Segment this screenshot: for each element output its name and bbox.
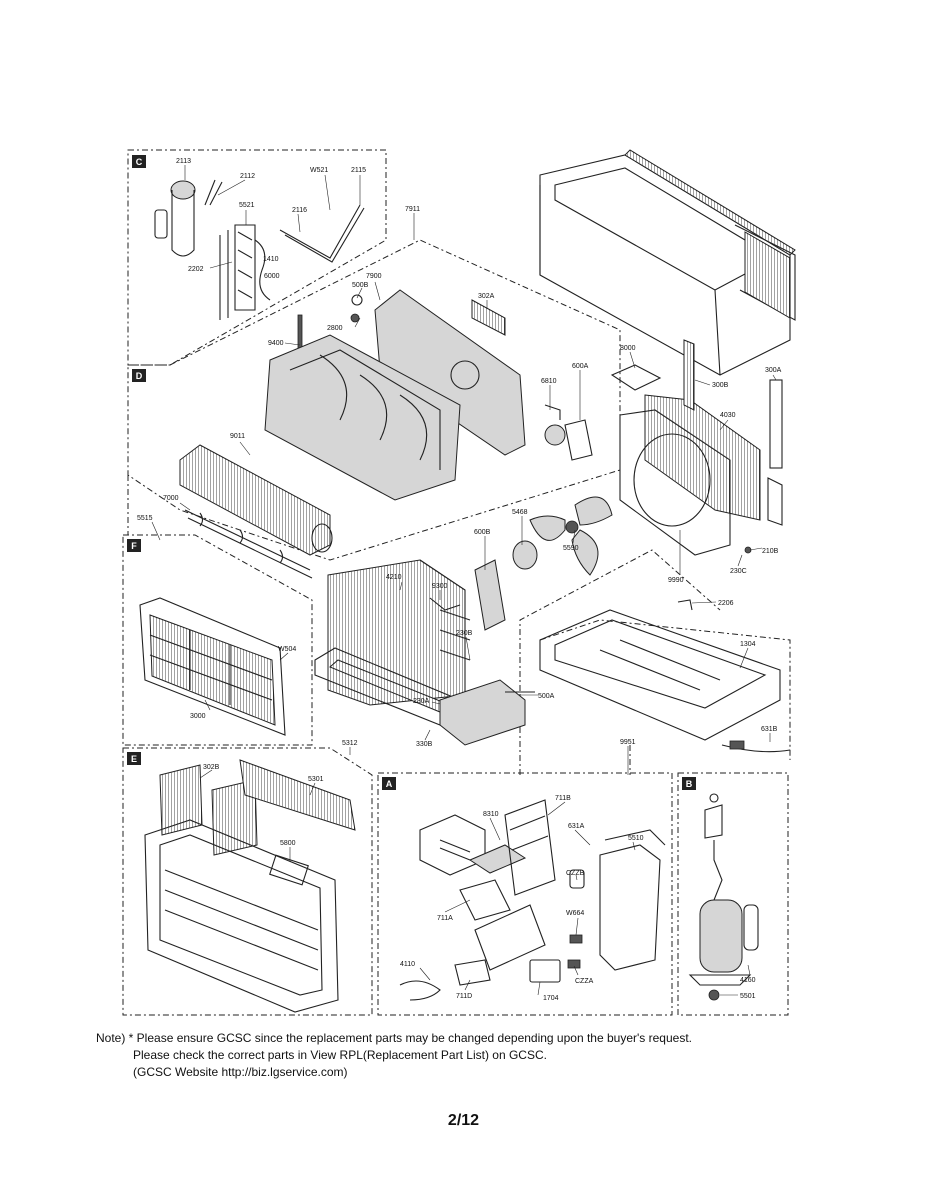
section-badge-c: C xyxy=(132,155,146,168)
part-label: 5501 xyxy=(740,993,756,1000)
section-badge-e: E xyxy=(127,752,141,765)
part-labels: 2113 2112 W521 2115 5521 2116 2202 1410 … xyxy=(137,158,782,1002)
section-badge-f: F xyxy=(127,539,141,552)
part-label: 9951 xyxy=(620,739,636,746)
propeller-fan xyxy=(474,496,613,631)
part-label: 5521 xyxy=(239,202,255,209)
part-label: 500B xyxy=(352,282,369,289)
section-f-front-grille xyxy=(139,597,286,736)
part-label: 9400 xyxy=(268,340,284,347)
part-label: 2112 xyxy=(240,173,255,180)
motor-600a xyxy=(544,404,593,461)
part-label: 3000 xyxy=(190,713,206,720)
part-label: 2206 xyxy=(718,600,734,607)
part-label: 4110 xyxy=(400,961,415,968)
misc-small-parts xyxy=(429,364,752,693)
part-label: 302A xyxy=(478,293,495,300)
section-a-control xyxy=(399,799,666,1001)
part-label: 6000 xyxy=(264,273,280,280)
part-label: 210B xyxy=(762,548,779,555)
part-label: 4210 xyxy=(386,574,402,581)
part-label: 9990 xyxy=(668,577,684,584)
part-label: W664 xyxy=(566,910,584,917)
svg-text:A: A xyxy=(386,779,393,789)
part-label: 711B xyxy=(555,795,571,802)
section-d-blower xyxy=(179,289,526,579)
part-label: 5590 xyxy=(563,545,579,552)
part-label: 5510 xyxy=(628,835,644,842)
part-label: 2115 xyxy=(351,167,366,174)
part-label: 600B xyxy=(474,529,491,536)
part-label: 2116 xyxy=(292,207,307,214)
section-badge-d: D xyxy=(132,369,146,382)
part-label: 9011 xyxy=(230,433,245,440)
svg-text:B: B xyxy=(686,779,693,789)
page-number: 2/12 xyxy=(447,1112,480,1129)
note-line-1: Note) * Please ensure GCSC since the rep… xyxy=(96,1031,692,1045)
part-label: 1704 xyxy=(543,995,559,1002)
part-label: 1410 xyxy=(263,256,279,263)
svg-text:C: C xyxy=(136,157,143,167)
part-label: 230A xyxy=(413,698,430,705)
part-label: 7000 xyxy=(163,495,179,502)
part-label: 500A xyxy=(538,693,555,700)
part-label: 5312 xyxy=(342,740,358,747)
part-label: 711A xyxy=(437,915,453,922)
part-label: 302B xyxy=(203,764,220,771)
part-label: 631B xyxy=(761,726,778,733)
svg-text:E: E xyxy=(131,754,137,764)
part-label: 230C xyxy=(730,568,747,575)
svg-text:D: D xyxy=(136,371,143,381)
note-line-3: (GCSC Website http://biz.lgservice.com) xyxy=(133,1065,348,1079)
section-badge-b: B xyxy=(682,777,696,790)
part-label: 4030 xyxy=(720,412,736,419)
section-c-piping xyxy=(154,179,365,320)
part-label: 300A xyxy=(765,367,782,374)
part-label: 9300 xyxy=(432,583,448,590)
section-e-front-panel xyxy=(144,759,356,1013)
part-label: 5301 xyxy=(308,776,324,783)
part-label: 600A xyxy=(572,363,589,370)
part-label: W504 xyxy=(278,646,296,653)
part-label: 711D xyxy=(456,993,472,1000)
part-label: 8310 xyxy=(483,811,499,818)
part-label: 7911 xyxy=(405,206,420,213)
section-badge-a: A xyxy=(382,777,396,790)
part-label: 2800 xyxy=(327,325,343,332)
note-line-2: Please check the correct parts in View R… xyxy=(133,1048,547,1062)
evaporator-coil xyxy=(327,559,471,706)
part-label: 5468 xyxy=(512,509,528,516)
part-label: 8000 xyxy=(620,345,636,352)
svg-text:F: F xyxy=(131,541,137,551)
leader-lines xyxy=(151,165,777,996)
base-pan xyxy=(539,609,781,741)
outer-cabinet xyxy=(539,149,796,376)
part-label: 4160 xyxy=(740,977,756,984)
part-label: 300B xyxy=(712,382,729,389)
section-b-compressor xyxy=(688,793,759,1001)
part-label: CZZB xyxy=(566,870,585,877)
part-label: 2113 xyxy=(176,158,191,165)
part-label: 230B xyxy=(456,630,473,637)
drain-pan xyxy=(314,647,526,746)
part-label: 6810 xyxy=(541,378,557,385)
power-cord xyxy=(721,740,791,753)
part-label: 5515 xyxy=(137,515,153,522)
part-label: 5800 xyxy=(280,840,296,847)
part-label: 2202 xyxy=(188,266,204,273)
part-label: 330B xyxy=(416,741,433,748)
section-frames xyxy=(122,149,791,1016)
condenser-and-shroud xyxy=(619,339,783,556)
part-label: W521 xyxy=(310,167,328,174)
part-label: CZZA xyxy=(575,978,594,985)
part-label: 7900 xyxy=(366,273,382,280)
part-label: 631A xyxy=(568,823,585,830)
part-label: 1304 xyxy=(740,641,756,648)
